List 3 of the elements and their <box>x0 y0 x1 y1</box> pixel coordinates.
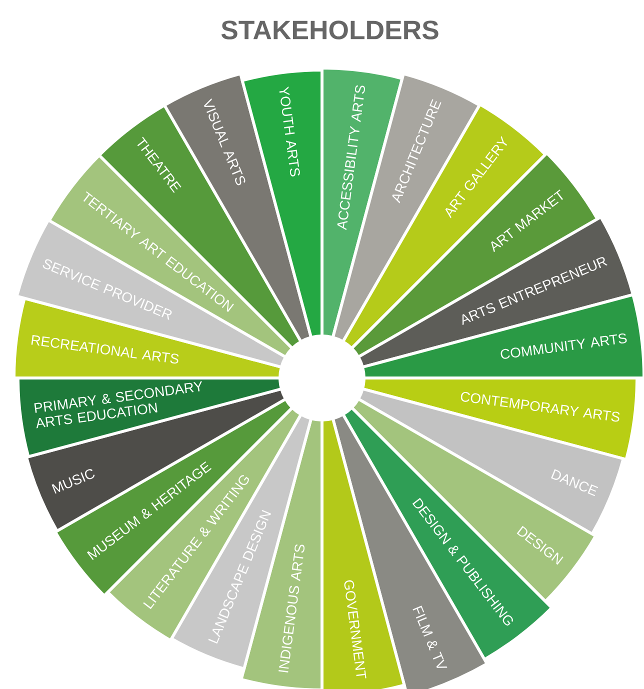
segment: PRIMARY & SECONDARY ARTS EDUCATION <box>16 376 283 458</box>
segment: GOVERNMENT <box>320 417 406 689</box>
title: STAKEHOLDERS <box>221 20 438 40</box>
